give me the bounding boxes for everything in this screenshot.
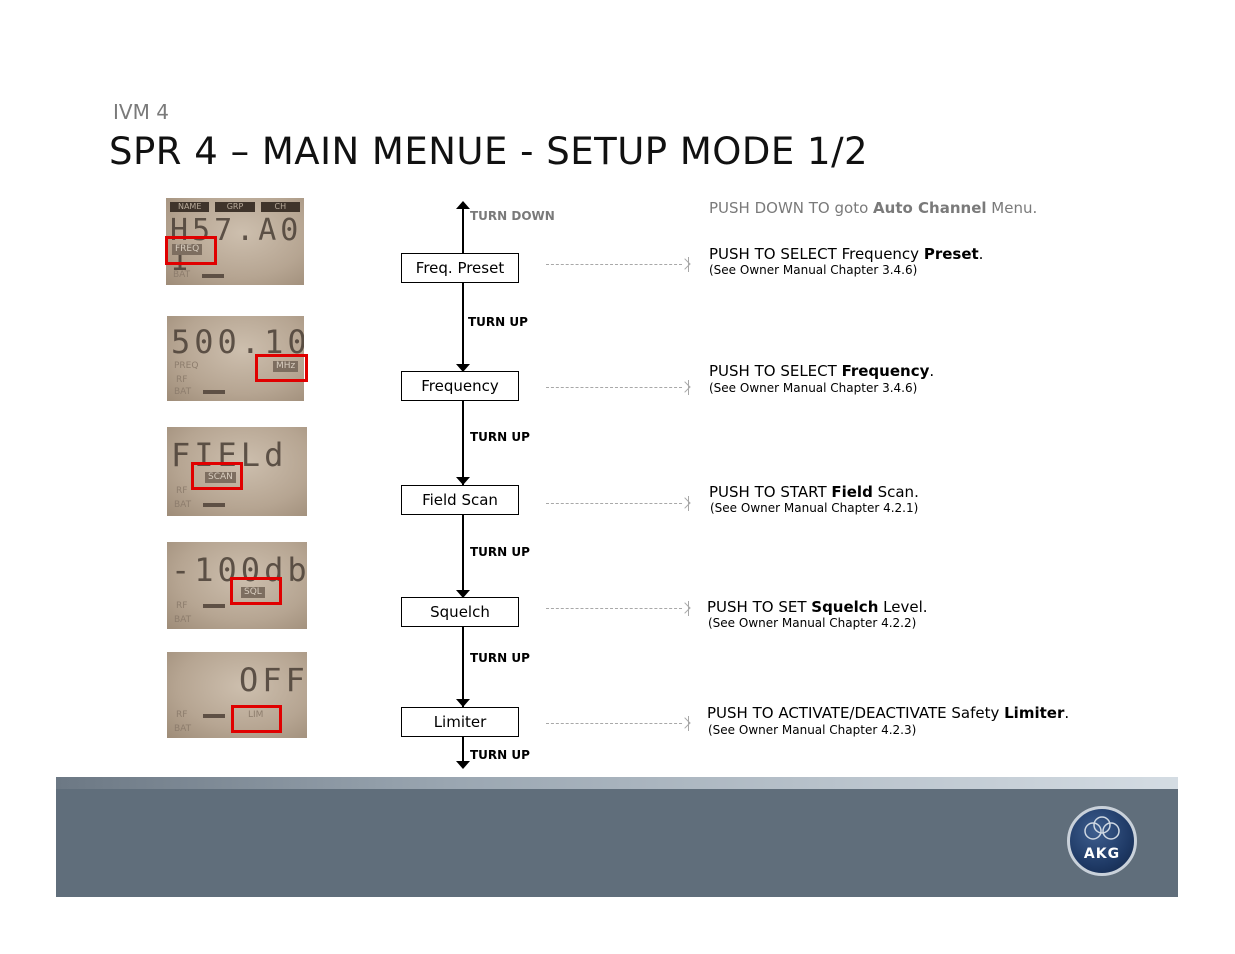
lcd-tag-bat: BAT: [171, 615, 194, 626]
step-description: PUSH TO SELECT Frequency.: [709, 362, 934, 380]
arrow-down-icon: [456, 761, 470, 769]
lcd-tag-bat: BAT: [171, 500, 194, 511]
step-limiter: Limiter: [401, 707, 519, 737]
dashed-connector: [546, 723, 682, 724]
lcd-top-bar: NAME GRP CH: [170, 202, 300, 212]
step-description: PUSH TO ACTIVATE/DEACTIVATE Safety Limit…: [707, 704, 1069, 722]
step-freq-preset: Freq. Preset: [401, 253, 519, 283]
step-field-scan: Field Scan: [401, 485, 519, 515]
dashed-connector: [546, 608, 682, 609]
connector-end: [688, 496, 689, 511]
lcd-bars: [202, 274, 224, 278]
logo-text: AKG: [1084, 846, 1120, 862]
lcd-tag-bat: BAT: [171, 387, 194, 398]
dashed-connector: [546, 387, 682, 388]
highlight-box: [255, 354, 308, 382]
step-frequency: Frequency: [401, 371, 519, 401]
highlight-box: [230, 577, 282, 605]
turn-down-label: TURN DOWN: [470, 209, 555, 223]
lcd-tag-bat: BAT: [170, 270, 193, 281]
lcd-top-grp: GRP: [215, 202, 254, 212]
slide-subtitle: IVM 4: [113, 100, 169, 124]
lcd-bars: [203, 604, 225, 608]
arrow-up-icon: [456, 201, 470, 209]
turn-up-label: TURN UP: [470, 430, 530, 444]
slide-title: SPR 4 – MAIN MENUE - SETUP MODE 1/2: [109, 130, 868, 173]
connector-end: [688, 257, 689, 272]
step-description: PUSH TO START Field Scan.: [709, 483, 919, 501]
connector-end: [688, 601, 689, 616]
arrow-down-icon: [456, 477, 470, 485]
lcd-tag-rf: RF: [173, 486, 190, 497]
lcd-digits: OFF: [239, 664, 307, 696]
lcd-tag-rf: RF: [173, 375, 190, 386]
manual-reference: (See Owner Manual Chapter 4.2.2): [708, 616, 916, 630]
arrow-down-icon: [456, 699, 470, 707]
dashed-connector: [546, 503, 682, 504]
turn-up-label: TURN UP: [468, 315, 528, 329]
lcd-bars: [203, 390, 225, 394]
manual-reference: (See Owner Manual Chapter 3.4.6): [709, 263, 917, 277]
lcd-bars: [203, 503, 225, 507]
connector-end: [688, 380, 689, 395]
highlight-box: [191, 462, 243, 490]
footer-gradient-strip: [56, 777, 1178, 789]
highlight-box: [165, 236, 217, 265]
lcd-top-ch: CH: [261, 202, 300, 212]
lcd-top-name: NAME: [170, 202, 209, 212]
highlight-box: [231, 705, 282, 733]
step-description: PUSH TO SELECT Frequency Preset.: [709, 245, 983, 263]
auto-channel-description: PUSH DOWN TO goto Auto Channel Menu.: [709, 199, 1037, 217]
lcd-tag-preq: PREQ: [171, 361, 201, 372]
lcd-tag-bat: BAT: [171, 724, 194, 735]
dashed-connector: [546, 264, 682, 265]
turn-up-label: TURN UP: [470, 748, 530, 762]
turn-up-label: TURN UP: [470, 545, 530, 559]
manual-reference: (See Owner Manual Chapter 4.2.3): [708, 723, 916, 737]
connector-end: [688, 716, 689, 731]
lcd-tag-rf: RF: [173, 601, 190, 612]
akg-rings-icon: [1078, 815, 1126, 849]
akg-logo-icon: AKG: [1067, 806, 1137, 876]
manual-reference: (See Owner Manual Chapter 4.2.1): [710, 501, 918, 515]
turn-up-label: TURN UP: [470, 651, 530, 665]
manual-reference: (See Owner Manual Chapter 3.4.6): [709, 381, 917, 395]
footer-band: [56, 789, 1178, 897]
step-description: PUSH TO SET Squelch Level.: [707, 598, 928, 616]
step-squelch: Squelch: [401, 597, 519, 627]
lcd-bars: [203, 714, 225, 718]
lcd-tag-rf: RF: [173, 710, 190, 721]
